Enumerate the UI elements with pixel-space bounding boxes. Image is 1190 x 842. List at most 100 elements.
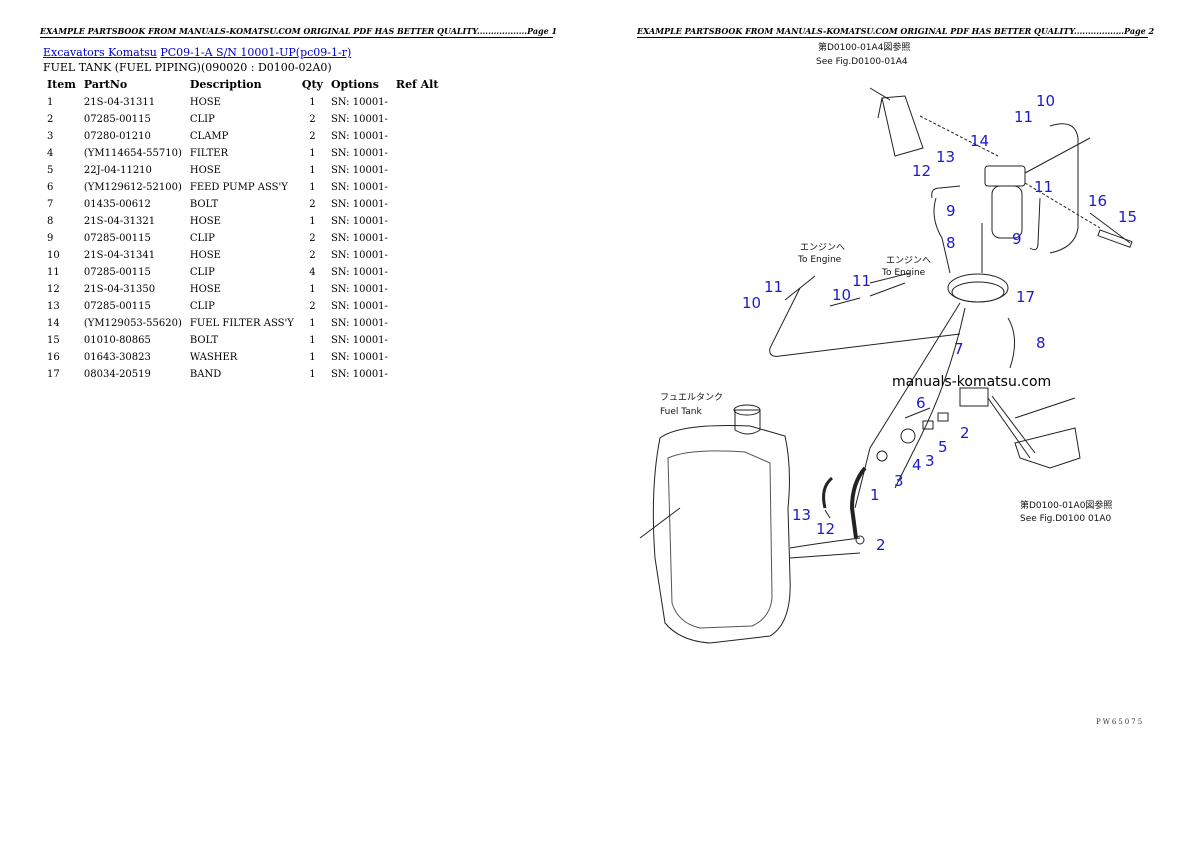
table-header-row: Item PartNo Description Qty Options Ref …	[43, 77, 442, 94]
cell-partno: (YM114654-55710)	[83, 148, 182, 159]
callout-number: 3	[925, 452, 935, 470]
callout-number: 9	[946, 202, 956, 220]
cell-options: SN: 10001-	[330, 267, 388, 278]
cell-item: 10	[47, 250, 60, 261]
cell-description: WASHER	[189, 352, 238, 363]
cell-description: CLAMP	[189, 131, 229, 142]
cell-qty: 2	[309, 301, 316, 312]
cell-qty: 1	[309, 97, 316, 108]
cell-partno: 21S-04-31350	[83, 284, 156, 295]
cell-ref-alt	[392, 281, 443, 298]
cell-options: SN: 10001-	[330, 301, 388, 312]
cell-qty: 1	[309, 369, 316, 380]
callout-number: 7	[954, 340, 964, 358]
column-header-description: Description	[189, 77, 262, 91]
cell-options: SN: 10001-	[330, 148, 388, 159]
callout-number: 10	[832, 286, 851, 304]
figure-code: PW65075	[1096, 718, 1145, 726]
cell-qty: 2	[309, 250, 316, 261]
cell-qty: 2	[309, 114, 316, 125]
callout-number: 15	[1118, 208, 1137, 226]
cell-description: BOLT	[189, 199, 219, 210]
callout-number: 13	[936, 148, 955, 166]
cell-description: FILTER	[189, 148, 229, 159]
cell-description: CLIP	[189, 267, 215, 278]
cell-ref-alt	[392, 94, 443, 111]
watermark: manuals-komatsu.com	[892, 374, 1051, 390]
cell-qty: 1	[309, 318, 316, 329]
cell-options: SN: 10001-	[330, 352, 388, 363]
cell-ref-alt	[392, 315, 443, 332]
breadcrumb-link-model[interactable]: PC09-1-A S/N 10001-UP(pc09-1-r)	[160, 46, 352, 59]
cell-options: SN: 10001-	[330, 233, 388, 244]
cell-item: 12	[47, 284, 60, 295]
cell-options: SN: 10001-	[330, 165, 388, 176]
parts-diagram: 第D0100-01A4図参照 See Fig.D0100-01A4 エンジンへ …	[639, 41, 1137, 644]
cell-ref-alt	[392, 213, 443, 230]
cell-partno: (YM129612-52100)	[83, 182, 182, 193]
callout-number: 16	[1088, 192, 1107, 210]
ref-top-jp: 第D0100-01A4図参照	[818, 41, 910, 53]
cell-ref-alt	[392, 145, 443, 162]
cell-partno: 01435-00612	[83, 199, 151, 210]
cell-options: SN: 10001-	[330, 284, 388, 295]
cell-item: 15	[47, 335, 60, 346]
callout-number: 2	[876, 536, 886, 554]
clamp-ring	[900, 428, 916, 444]
cell-item: 2	[47, 114, 54, 125]
callout-number: 2	[960, 424, 970, 442]
cell-options: SN: 10001-	[330, 182, 388, 193]
callout-number: 11	[1034, 178, 1053, 196]
callout-number: 8	[946, 234, 956, 252]
callout-number: 10	[1036, 92, 1055, 110]
fuel-filter-bowl	[991, 185, 1023, 239]
tank-label-en: Fuel Tank	[660, 407, 703, 417]
cell-ref-alt	[392, 366, 443, 383]
callout-number: 4	[912, 456, 922, 474]
table-row: 12 21S-04-31350 HOSE 1 SN: 10001-	[43, 281, 442, 298]
engine-label-jp-2: エンジンへ	[886, 256, 931, 266]
cell-qty: 2	[309, 199, 316, 210]
ref-bottom-jp: 第D0100-01A0図参照	[1020, 499, 1112, 511]
cell-ref-alt	[392, 264, 443, 281]
cell-ref-alt	[392, 196, 443, 213]
cell-qty: 2	[309, 233, 316, 244]
cell-options: SN: 10001-	[330, 97, 388, 108]
callout-number: 17	[1016, 288, 1035, 306]
cell-item: 1	[47, 97, 54, 108]
cell-partno: (YM129053-55620)	[83, 318, 182, 329]
callout-number: 14	[970, 132, 989, 150]
table-row: 6 (YM129612-52100) FEED PUMP ASS'Y 1 SN: 100…	[43, 179, 442, 196]
callout-number: 12	[816, 520, 835, 538]
breadcrumb-link-excavators[interactable]: Excavators Komatsu	[43, 46, 157, 59]
cell-description: HOSE	[189, 250, 221, 261]
column-header-options: Options	[330, 77, 379, 91]
cell-partno: 21S-04-31321	[83, 216, 156, 227]
cell-description: HOSE	[189, 97, 221, 108]
engine-label-jp-1: エンジンへ	[800, 243, 845, 253]
cell-description: FEED PUMP ASS'Y	[189, 182, 288, 193]
cell-qty: 1	[309, 284, 316, 295]
column-header-partno: PartNo	[83, 77, 128, 91]
column-header-ref-alt: Ref Alt	[395, 77, 439, 91]
tank-label-jp: フュエルタンク	[660, 392, 723, 403]
cell-item: 6	[47, 182, 54, 193]
cell-qty: 1	[309, 182, 316, 193]
cell-description: FUEL FILTER ASS'Y	[189, 318, 294, 329]
ref-top-en: See Fig.D0100-01A4	[816, 57, 908, 67]
cell-ref-alt	[392, 298, 443, 315]
callout-number: 6	[916, 394, 926, 412]
callout-number: 9	[1012, 230, 1022, 248]
cell-qty: 2	[309, 131, 316, 142]
cell-description: HOSE	[189, 284, 221, 295]
cell-partno: 21S-04-31341	[83, 250, 156, 261]
cell-ref-alt	[392, 162, 443, 179]
callout-number: 8	[1036, 334, 1046, 352]
